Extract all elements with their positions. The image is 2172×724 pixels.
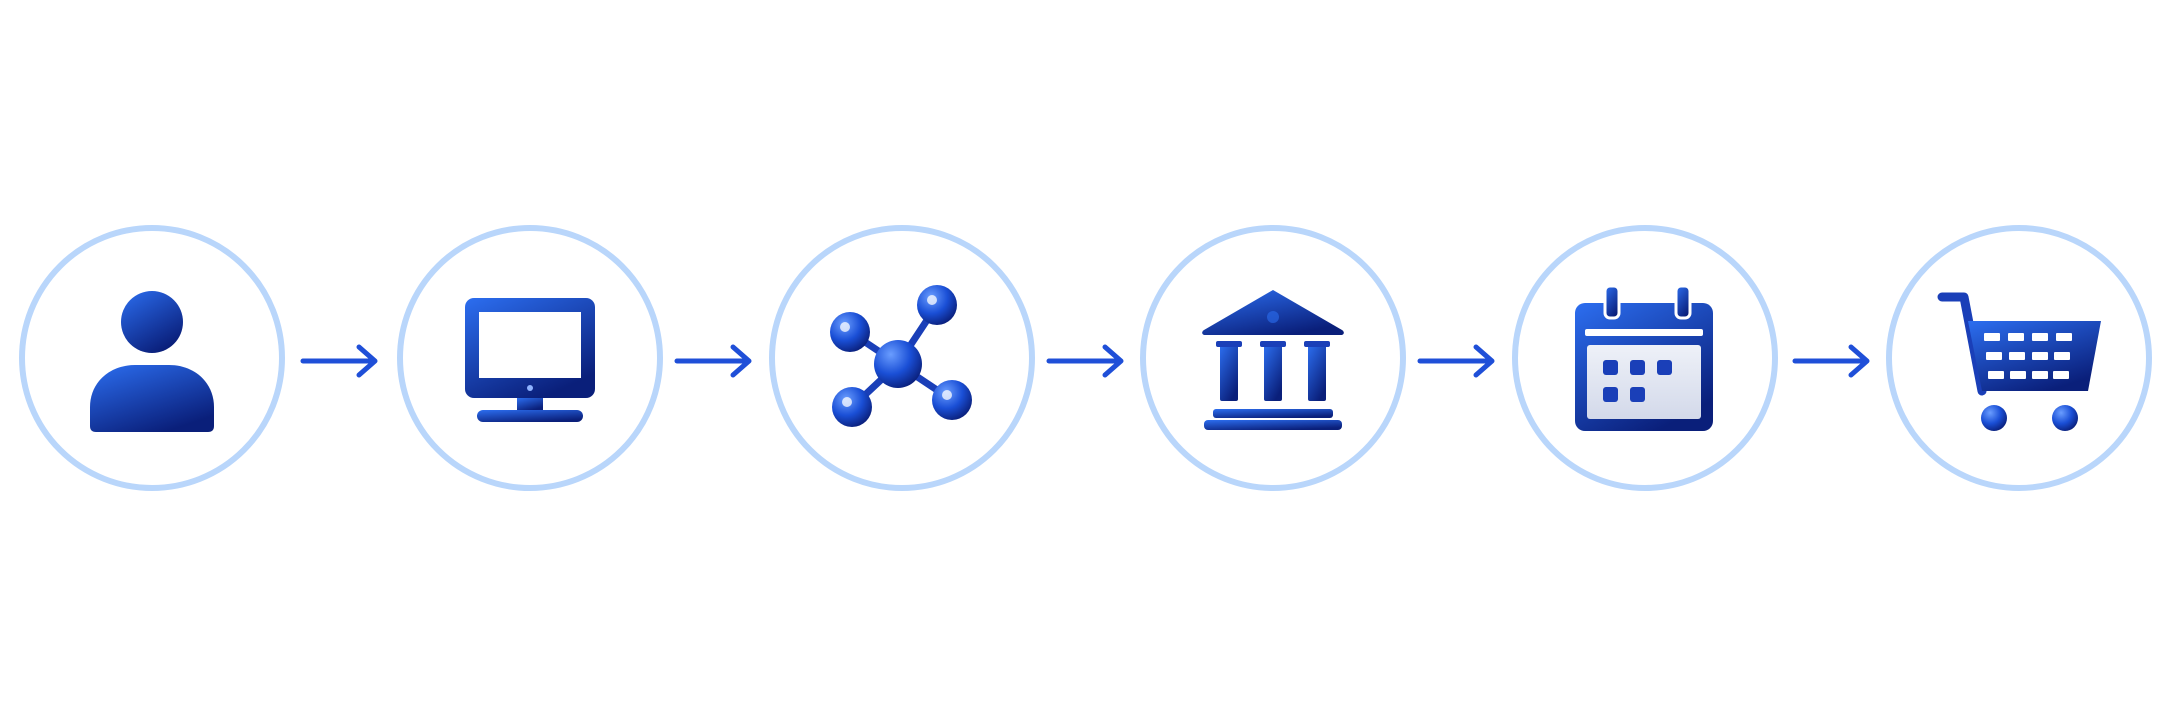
step-node-monitor [395,223,665,493]
flow-arrow [1416,339,1500,383]
flow-arrow [1791,339,1875,383]
step-node-user [17,223,287,493]
step-node-bank [1138,223,1408,493]
step-node-network [767,223,1037,493]
arrow-right-icon [1792,344,1870,378]
step-node-calendar [1510,223,1780,493]
network-icon [769,225,1035,491]
user-icon [19,225,285,491]
flow-arrow [673,339,757,383]
flow-arrow [1045,339,1129,383]
step-node-shopping-cart [1884,223,2154,493]
arrow-right-icon [300,344,378,378]
flow-arrow [299,339,383,383]
calendar-icon [1512,225,1778,491]
arrow-right-icon [674,344,752,378]
bank-icon [1140,225,1406,491]
arrow-right-icon [1046,344,1124,378]
shopping-cart-icon [1886,225,2152,491]
arrow-right-icon [1417,344,1495,378]
monitor-icon [397,225,663,491]
